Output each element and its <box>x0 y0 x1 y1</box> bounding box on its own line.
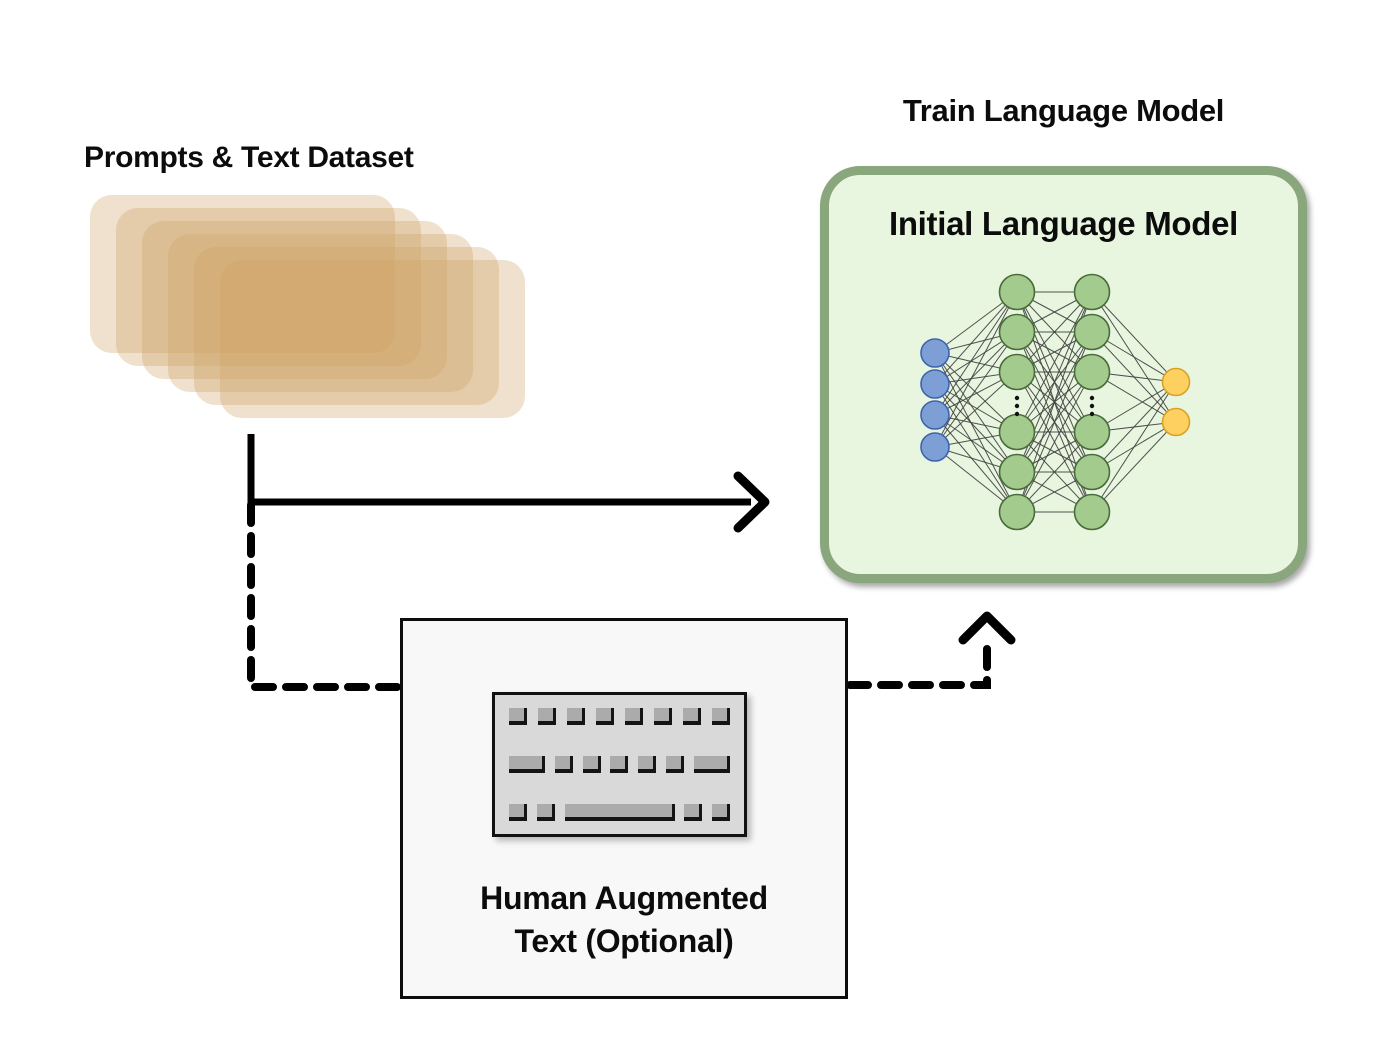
network-node-hidden-1 <box>998 353 1036 391</box>
network-edge <box>934 383 1018 513</box>
network-node-hidden-1 <box>998 453 1036 491</box>
keyboard-icon <box>492 692 747 837</box>
human-box-label-line2: Text (Optional) <box>514 923 734 959</box>
keyboard-row <box>509 804 730 821</box>
network-ellipsis-dot <box>1014 403 1020 409</box>
network-node-hidden-1 <box>998 313 1036 351</box>
network-ellipsis-dot <box>1014 395 1020 401</box>
network-node-hidden-1 <box>998 413 1036 451</box>
dataset-card <box>142 221 447 379</box>
network-edge <box>934 352 1018 433</box>
dataset-title: Prompts & Text Dataset <box>84 141 414 174</box>
network-node-hidden-2 <box>1073 313 1111 351</box>
network-node-hidden-1 <box>998 273 1036 311</box>
network-node-hidden-2 <box>1073 453 1111 491</box>
network-edge <box>934 414 1018 513</box>
network-node-input <box>920 338 950 368</box>
network-ellipsis-dot <box>1089 403 1095 409</box>
neural-network-icon <box>920 273 1191 531</box>
network-edge <box>1091 421 1177 513</box>
network-edge <box>934 352 1018 473</box>
dataset-card <box>90 195 395 353</box>
network-node-input <box>920 369 950 399</box>
network-edge <box>934 383 1018 473</box>
network-node-output <box>1161 407 1191 437</box>
network-node-input <box>920 432 950 462</box>
dataset-card <box>116 208 421 366</box>
network-edge <box>934 331 1018 416</box>
network-edge <box>934 291 1018 416</box>
model-box-title: Initial Language Model <box>888 205 1239 242</box>
network-ellipsis-dot <box>1014 411 1020 417</box>
network-ellipsis-dot <box>1089 411 1095 417</box>
network-ellipsis-dot <box>1089 395 1095 401</box>
network-node-hidden-2 <box>1073 493 1111 531</box>
human-to-model-arrowhead-icon <box>958 611 1016 645</box>
network-edge <box>934 291 1018 385</box>
dataset-card <box>220 260 525 418</box>
dataset-to-human-dashed-line <box>247 501 403 691</box>
network-node-hidden-2 <box>1073 413 1111 451</box>
dataset-to-model-arrow-line <box>247 434 751 506</box>
initial-language-model-box: Initial Language Model <box>820 166 1307 583</box>
network-edge <box>1091 291 1177 383</box>
network-node-hidden-2 <box>1073 353 1111 391</box>
network-edge <box>1091 381 1177 473</box>
dataset-card <box>194 247 499 405</box>
human-to-model-dashed-line <box>846 641 991 689</box>
network-edge <box>934 371 1018 448</box>
human-augmented-text-box: Human Augmented Text (Optional) <box>400 618 848 999</box>
network-node-hidden-1 <box>998 493 1036 531</box>
dataset-to-model-arrowhead-icon <box>733 471 770 533</box>
network-node-input <box>920 400 950 430</box>
dataset-card <box>168 234 473 392</box>
dataset-card-stack <box>90 195 530 425</box>
network-node-output <box>1161 367 1191 397</box>
network-node-hidden-2 <box>1073 273 1111 311</box>
network-edge <box>1016 371 1093 513</box>
network-edge <box>1016 291 1093 433</box>
human-box-label: Human Augmented Text (Optional) <box>403 877 845 963</box>
network-edge <box>1091 381 1177 513</box>
train-section-title: Train Language Model <box>902 93 1225 128</box>
keyboard-row <box>509 708 730 725</box>
human-box-label-line1: Human Augmented <box>480 880 768 916</box>
network-edge <box>934 291 1018 448</box>
keyboard-row <box>509 756 730 773</box>
network-edge <box>934 331 1018 448</box>
